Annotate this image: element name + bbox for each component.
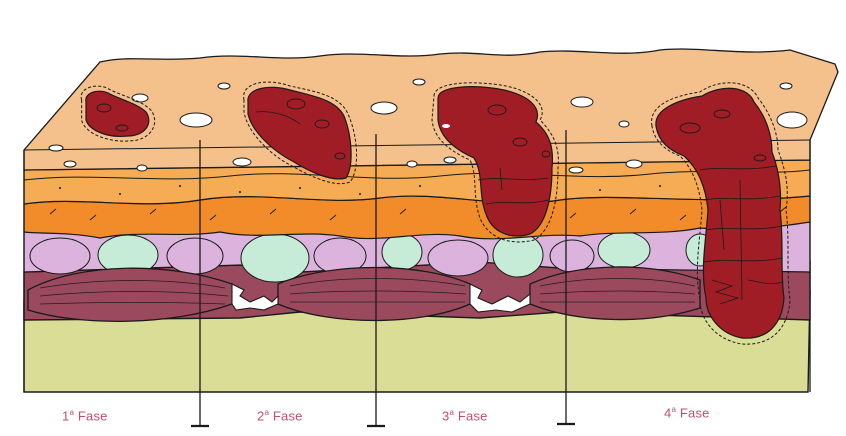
muscle-bundles [28, 267, 700, 321]
phase-1-sup: a [69, 408, 74, 417]
phase-label-3: 3a Fase [442, 408, 488, 423]
phase-label-4: 4a Fase [664, 405, 710, 420]
phase-3-word: Fase [458, 408, 488, 423]
phase-4-word: Fase [680, 405, 710, 420]
phase-2-word: Fase [273, 408, 303, 423]
phase-2-sup: a [264, 408, 269, 417]
phase-label-2: 2a Fase [257, 408, 303, 423]
phase-1-word: Fase [78, 408, 108, 423]
phase-4-sup: a [671, 405, 676, 414]
phase-3-sup: a [449, 408, 454, 417]
phase-label-1: 1a Fase [62, 408, 108, 423]
